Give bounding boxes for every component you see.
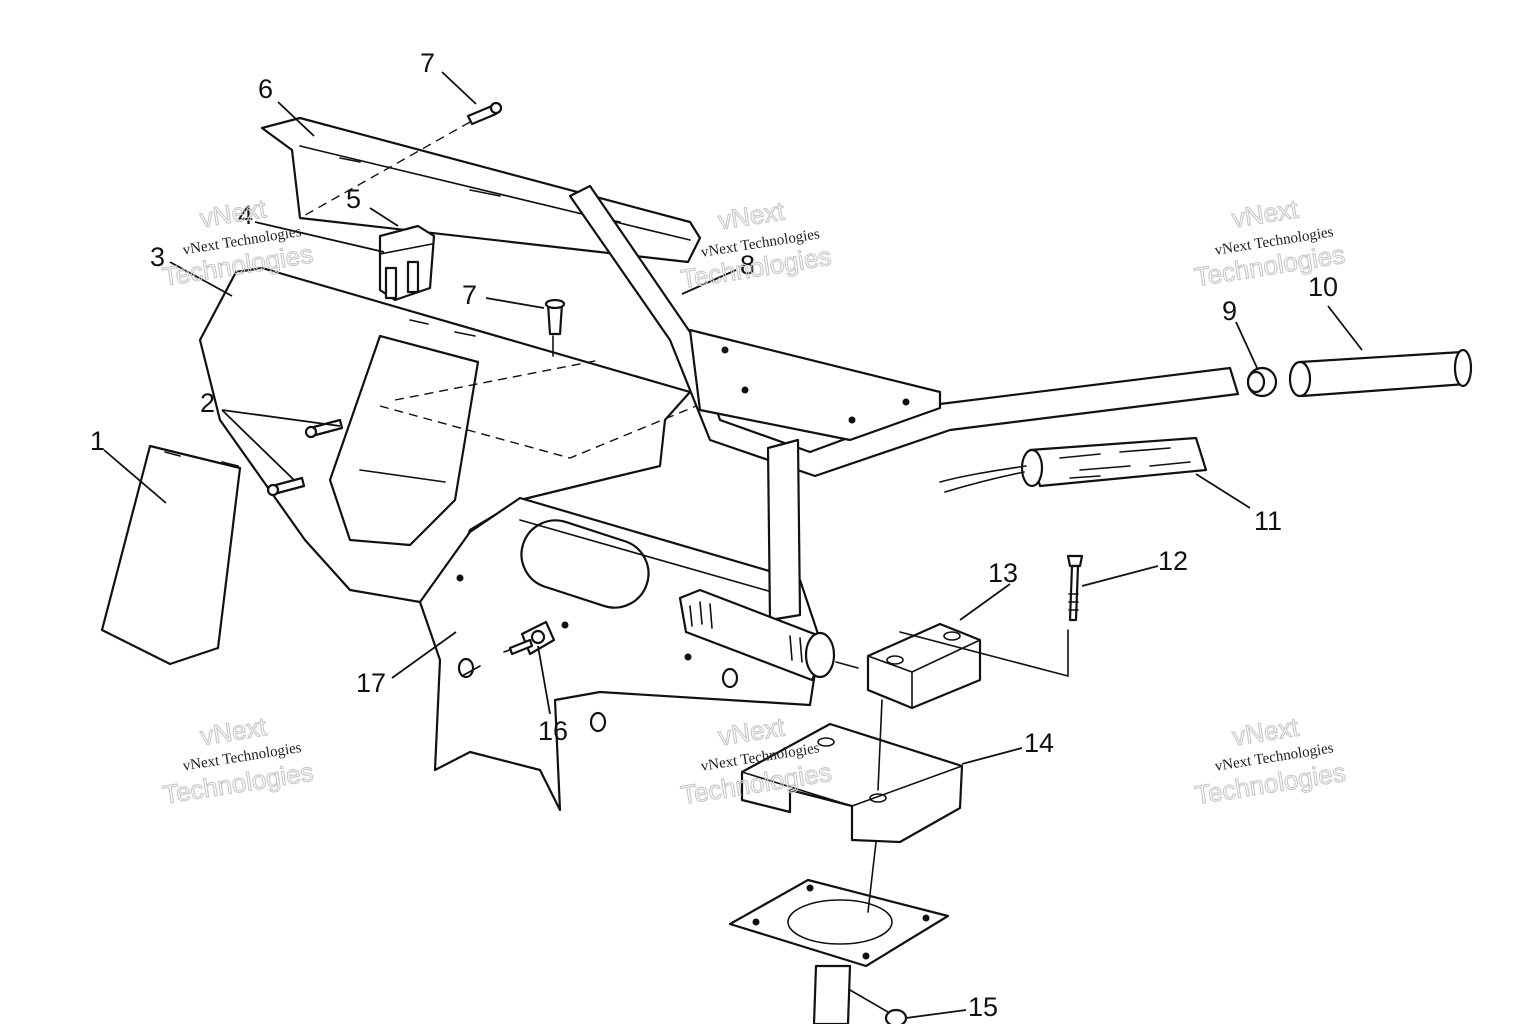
callout-13: 13 (988, 558, 1018, 588)
part-12-bolt (1066, 554, 1084, 622)
part-9-bushing (1246, 366, 1278, 398)
watermark-big-top: vNext (198, 193, 269, 233)
callout-7-top: 7 (420, 48, 435, 78)
watermark-big-top: vNext (1230, 711, 1301, 751)
part-3-headlight-housing (198, 266, 741, 604)
mounting-plate (728, 878, 950, 1024)
callout-15: 15 (968, 992, 998, 1022)
callout-1: 1 (90, 426, 105, 456)
callout-7-middle: 7 (462, 280, 477, 310)
part-11-heated-grip (939, 436, 1208, 493)
assembly-lines (299, 121, 1069, 913)
part-15-nut (884, 1008, 908, 1024)
watermark-big-top: vNext (716, 196, 787, 236)
watermark-big-top: vNext (198, 711, 269, 751)
leader-lines (103, 71, 1363, 1019)
watermark-bottom-right: vNext vNext Technologies Technologies (1192, 711, 1348, 811)
watermark-big-top: vNext (716, 711, 787, 751)
part-7-screws (466, 101, 566, 336)
steering-post (678, 438, 836, 682)
callout-labels: 1 2 3 4 5 6 7 7 8 9 10 11 12 13 14 15 16… (90, 48, 1338, 1022)
part-17-lower-fairing (418, 496, 822, 812)
callout-10: 10 (1308, 272, 1338, 302)
callout-3: 3 (150, 242, 165, 272)
callout-6: 6 (258, 74, 273, 104)
part-6-upper-cover (260, 116, 702, 264)
watermark-big-top: vNext (1230, 194, 1301, 234)
callout-14: 14 (1024, 728, 1054, 758)
part-5-switch (378, 224, 436, 302)
callout-4: 4 (238, 200, 253, 230)
part-1-front-cover (100, 444, 242, 666)
part-2-screws (266, 418, 344, 497)
callout-2: 2 (200, 388, 215, 418)
callout-12: 12 (1158, 546, 1188, 576)
callout-11: 11 (1254, 506, 1282, 536)
callout-17: 17 (356, 668, 386, 698)
callout-9: 9 (1222, 296, 1237, 326)
callout-8: 8 (740, 250, 755, 280)
callout-5: 5 (346, 184, 361, 214)
part-8-handlebar (568, 184, 1240, 478)
watermark-bottom-left: vNext vNext Technologies Technologies (160, 711, 316, 811)
part-14-lower-clamp (740, 722, 964, 844)
part-16-grommet (508, 620, 556, 656)
callout-16: 16 (538, 716, 568, 746)
part-10-grip (1288, 348, 1473, 398)
part-13-upper-clamp (866, 622, 982, 710)
